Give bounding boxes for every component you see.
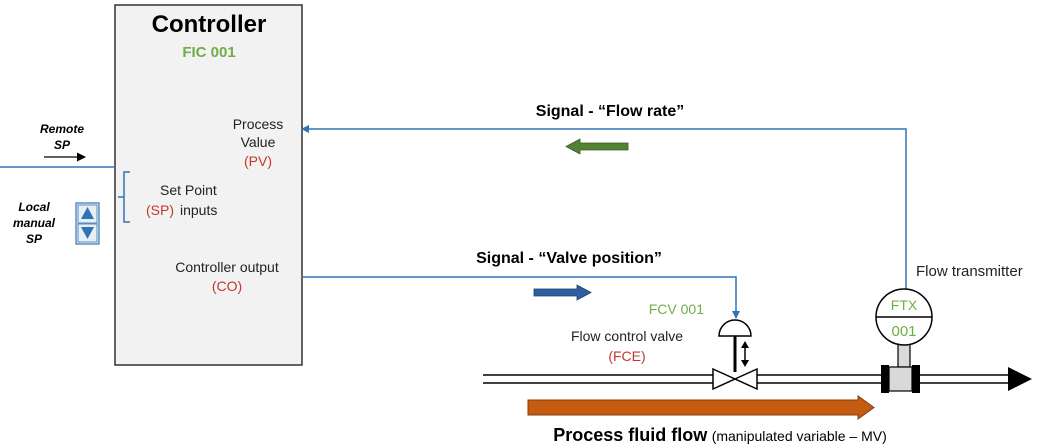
valve-position-signal-line (302, 276, 740, 319)
flow-transmitter-icon (875, 288, 933, 393)
process-flow-label: Process fluid flow (553, 425, 708, 445)
valve-position-signal-label: Signal - “Valve position” (476, 250, 662, 267)
local-sp-line3: SP (26, 232, 43, 246)
transmitter-tag-top: FTX (891, 297, 918, 313)
controller-box (114, 4, 303, 366)
sp-abbr: (SP) (146, 202, 174, 218)
co-abbr: (CO) (212, 278, 242, 294)
valve-label: Flow control valve (571, 328, 683, 344)
stroke-direction-icon (741, 341, 749, 367)
sp-label: Set Point (160, 182, 217, 198)
transmitter-label: Flow transmitter (916, 263, 1023, 280)
valve-tag: FCV 001 (649, 301, 704, 317)
remote-sp-line2: SP (54, 138, 71, 152)
local-sp-line2: manual (13, 216, 56, 230)
process-pipe (483, 367, 1032, 391)
flow-rate-direction-arrow (565, 138, 629, 155)
controller-tag: FIC 001 (182, 44, 235, 61)
pv-label-line2: Value (241, 134, 276, 150)
spinner-down-icon[interactable] (81, 227, 94, 239)
process-flow-arrow (527, 395, 875, 420)
process-flow-sublabel: (manipulated variable – MV) (712, 428, 887, 444)
valve-abbr: (FCE) (608, 348, 645, 364)
transmitter-tag-bottom: 001 (891, 323, 916, 340)
sp-suffix: inputs (180, 202, 217, 218)
up-down-spinner-icon[interactable] (75, 202, 100, 245)
controller-title: Controller (152, 11, 267, 38)
flow-rate-signal-label: Signal - “Flow rate” (536, 103, 684, 120)
valve-position-direction-arrow (533, 284, 592, 301)
process-flow-caption: Process fluid flow (manipulated variable… (553, 425, 887, 445)
pv-abbr: (PV) (244, 153, 272, 169)
co-label: Controller output (175, 259, 279, 275)
local-sp-line1: Local (18, 200, 50, 214)
spinner-up-icon[interactable] (81, 207, 94, 219)
pv-label-line1: Process (233, 116, 284, 132)
sp-bracket (118, 171, 130, 223)
remote-sp-line1: Remote (40, 122, 84, 136)
flow-rate-signal-line (301, 125, 907, 296)
control-valve-icon (712, 319, 758, 391)
